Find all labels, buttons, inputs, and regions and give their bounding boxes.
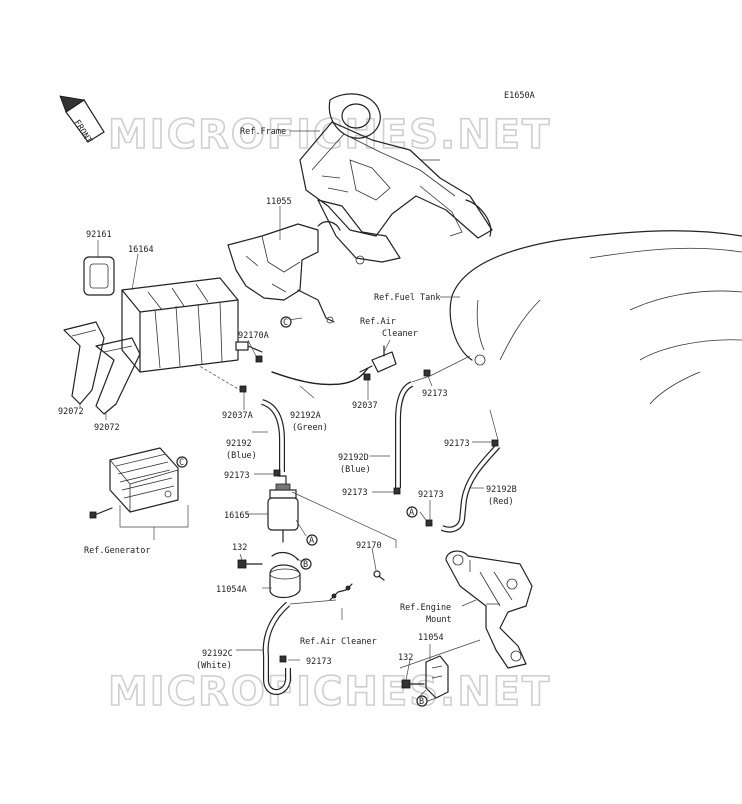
label-132-left: 132 [232, 543, 247, 553]
clamps [239, 355, 499, 663]
svg-text:C: C [283, 318, 288, 328]
label-92192b: 92192B [486, 485, 517, 495]
label-92192b-color: (Red) [488, 497, 514, 507]
label-11054a: 11054A [216, 585, 247, 595]
regulator [109, 447, 179, 513]
label-92072-b: 92072 [94, 423, 120, 433]
label-ref-generator: Ref.Generator [84, 546, 151, 556]
t-joint [359, 345, 397, 373]
rubber-92161 [83, 256, 115, 296]
label-ref-air-cleaner-line1: Ref.Air [360, 317, 396, 327]
label-92192a-color: (Green) [292, 423, 328, 433]
label-92192d: 92192D [338, 453, 369, 463]
label-16165: 16165 [224, 511, 250, 521]
label-92192: 92192 [226, 439, 252, 449]
label-92170: 92170 [356, 541, 382, 551]
label-92173-right-mid: 92173 [444, 439, 470, 449]
bolt-132-left [237, 559, 263, 569]
bolt-regulator [89, 507, 113, 519]
label-92192c-color: (White) [196, 661, 232, 671]
watermark-top: MICROFICHES.NET [108, 112, 551, 158]
label-92037: 92037 [352, 401, 378, 411]
label-92170a: 92170A [238, 331, 269, 341]
label-92072-a: 92072 [58, 407, 84, 417]
ref-marker-c-lower: C [176, 456, 188, 468]
label-92173-bottom: 92173 [306, 657, 332, 667]
label-11054: 11054 [418, 633, 444, 643]
label-92161: 92161 [86, 230, 112, 240]
fuel-filter-16165 [267, 475, 299, 543]
label-ref-air-cleaner-line2: Cleaner [382, 329, 418, 339]
engine-mount [445, 550, 533, 669]
diagram-code: E1650A [504, 91, 535, 101]
label-ref-air-cleaner-bottom: Ref.Air Cleaner [300, 637, 377, 647]
label-ref-engine-line1: Ref.Engine [400, 603, 451, 613]
svg-text:C: C [179, 458, 184, 468]
ref-marker-c-upper: C [280, 316, 292, 328]
label-92192d-color: (Blue) [340, 465, 371, 475]
ref-marker-b-right: B [416, 695, 428, 707]
frame-assembly [299, 93, 493, 265]
hoses [247, 345, 501, 695]
label-92192-color: (Blue) [226, 451, 257, 461]
watermark-bottom: MICROFICHES.NET [108, 669, 551, 715]
svg-text:A: A [309, 536, 314, 546]
front-arrow-icon: FRONT [59, 95, 105, 145]
bracket-11054 [425, 655, 449, 699]
label-92037a: 92037A [222, 411, 253, 421]
svg-text:B: B [303, 560, 308, 570]
small-fittings [329, 570, 381, 601]
svg-text:B: B [419, 697, 424, 707]
label-92192a: 92192A [290, 411, 321, 421]
strap-92072-b [95, 337, 141, 415]
clamp-11054a [269, 551, 301, 599]
svg-text:A: A [409, 508, 414, 518]
label-92173-left-mid: 92173 [224, 471, 250, 481]
label-ref-engine-line2: Mount [426, 615, 452, 625]
label-132-right: 132 [398, 653, 413, 663]
label-11055: 11055 [266, 197, 292, 207]
label-92173-right-top: 92173 [422, 389, 448, 399]
ref-marker-b-left: B [300, 558, 312, 570]
strap-92072-a [63, 321, 105, 405]
bracket-11055 [227, 221, 341, 324]
ref-marker-a-right: A [406, 506, 418, 518]
leader-lines [79, 130, 499, 705]
label-92173-center: 92173 [342, 488, 368, 498]
label-16164: 16164 [128, 245, 154, 255]
label-92192c: 92192C [202, 649, 233, 659]
label-ref-frame: Ref.Frame [240, 127, 286, 137]
fuel-tank [449, 230, 742, 405]
label-92173-center-right: 92173 [418, 490, 444, 500]
ref-marker-a-left: A [306, 534, 318, 546]
label-ref-fuel-tank: Ref.Fuel Tank [374, 293, 441, 303]
canister-16164 [121, 277, 249, 373]
